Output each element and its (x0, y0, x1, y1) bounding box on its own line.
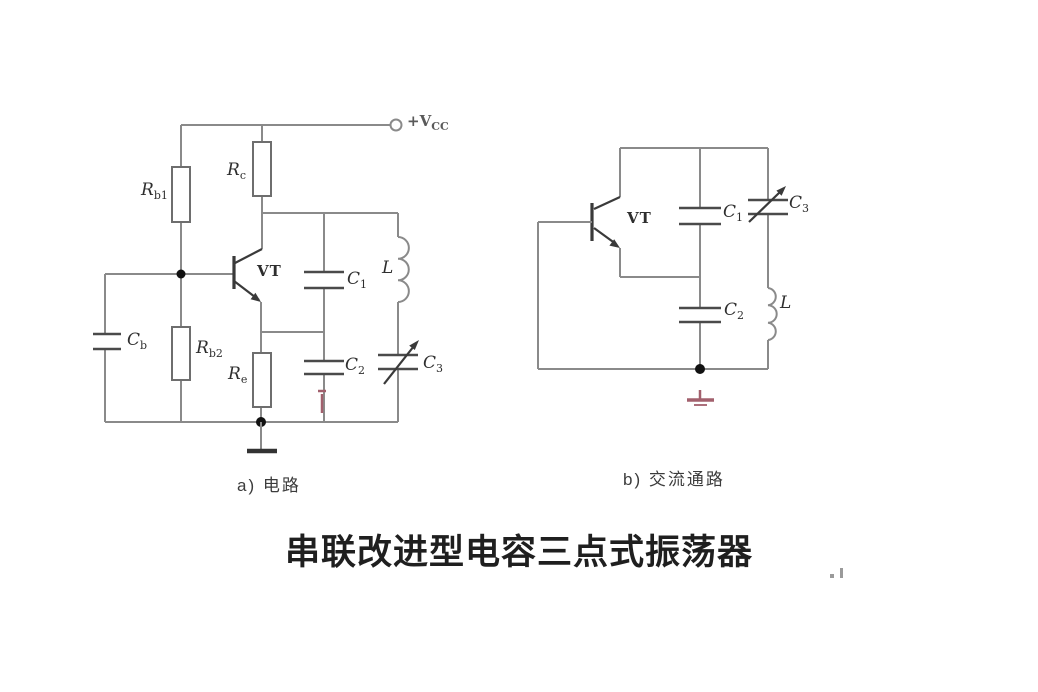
wire-emitter (260, 302, 324, 333)
label-c2-b: C2 (724, 300, 745, 322)
variable-arrow-c3-a (383, 345, 415, 385)
caption-figure-a: a) 电路 (237, 476, 301, 495)
label-l-a: L (382, 258, 394, 278)
transistor-collector-lead-b (593, 196, 621, 210)
junction-dot (176, 269, 186, 279)
label-vcc: +VCC (407, 112, 449, 133)
transistor-emitter-lead-b (593, 227, 617, 245)
circuit-b (537, 147, 788, 406)
figure-title: 串联改进型电容三点式振荡器 (284, 533, 753, 572)
label-c3-a: C3 (423, 353, 444, 375)
junction-dot (695, 364, 705, 374)
caption-figure-b: b) 交流通路 (623, 470, 725, 489)
label-cb: Cb (127, 330, 148, 352)
variable-arrowhead-c3-b (776, 186, 786, 196)
resistor-rb1 (171, 166, 191, 223)
emitter-arrow-icon-b (609, 239, 620, 248)
label-re: Re (228, 364, 248, 386)
label-c1-b: C1 (723, 202, 744, 224)
emitter-arrow-icon (250, 292, 261, 302)
capacitor-c1-a (304, 270, 344, 290)
capacitor-c2-a (304, 359, 344, 376)
scan-artifact (840, 568, 843, 578)
vcc-terminal-icon (389, 118, 403, 132)
capacitor-cb (93, 332, 121, 351)
variable-arrowhead-c3-a (409, 340, 419, 350)
label-c3-b: C3 (789, 193, 810, 215)
resistor-re (252, 352, 272, 408)
inductor-l-a (397, 236, 410, 303)
circuit-a (93, 118, 419, 454)
label-c1-a: C1 (347, 269, 368, 291)
variable-arrow-c3-b (748, 191, 781, 223)
resistor-rb2 (171, 326, 191, 381)
wire-emitter-b (619, 248, 700, 278)
capacitor-c1-b (679, 206, 721, 226)
label-rc: Rc (227, 160, 246, 182)
capacitor-c3-b (748, 198, 788, 216)
label-vt-a: VT (257, 262, 282, 280)
label-vt-b: VT (627, 209, 652, 227)
label-l-b: L (780, 293, 792, 313)
capacitor-c3-a (378, 353, 418, 371)
label-c2-a: C2 (345, 355, 366, 377)
resistor-rc (252, 141, 272, 197)
scan-artifact (830, 574, 834, 578)
label-rb1: Rb1 (141, 180, 168, 202)
transistor-collector-lead (234, 248, 263, 264)
label-rb2: Rb2 (196, 338, 223, 360)
inductor-l-b (767, 287, 778, 341)
capacitor-c2-b (679, 306, 721, 324)
